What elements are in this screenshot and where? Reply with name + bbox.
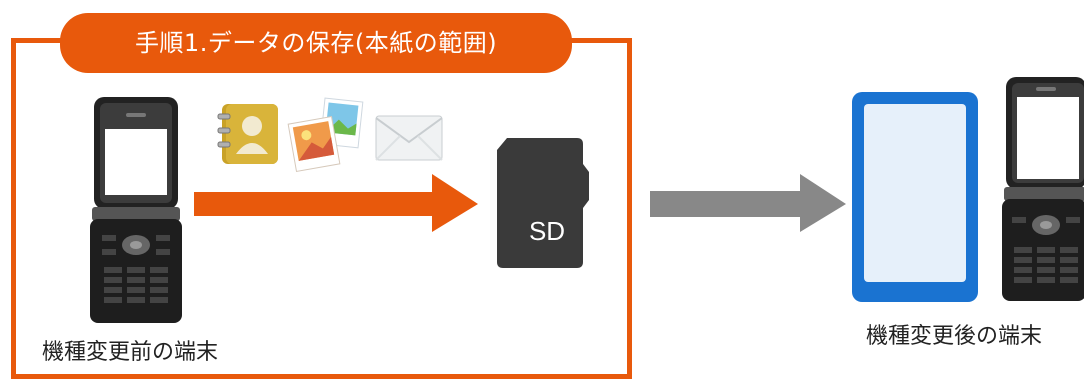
old-flip-phone — [90, 97, 182, 323]
sd-card-label: SD — [528, 216, 566, 246]
sd-card-icon — [497, 138, 589, 268]
old-device-label: 機種変更前の端末 — [42, 340, 219, 365]
new-device-label: 機種変更後の端末 — [866, 324, 1043, 349]
address-book-icon — [217, 104, 278, 164]
photos-icon — [287, 97, 364, 173]
transfer-arrow-gray — [650, 174, 846, 232]
mail-icon — [375, 115, 443, 161]
transfer-arrow-orange — [194, 174, 478, 232]
smartphone-icon — [852, 92, 978, 302]
step-title: 手順1.データの保存(本紙の範囲) — [60, 13, 572, 73]
new-flip-phone — [1002, 77, 1084, 301]
